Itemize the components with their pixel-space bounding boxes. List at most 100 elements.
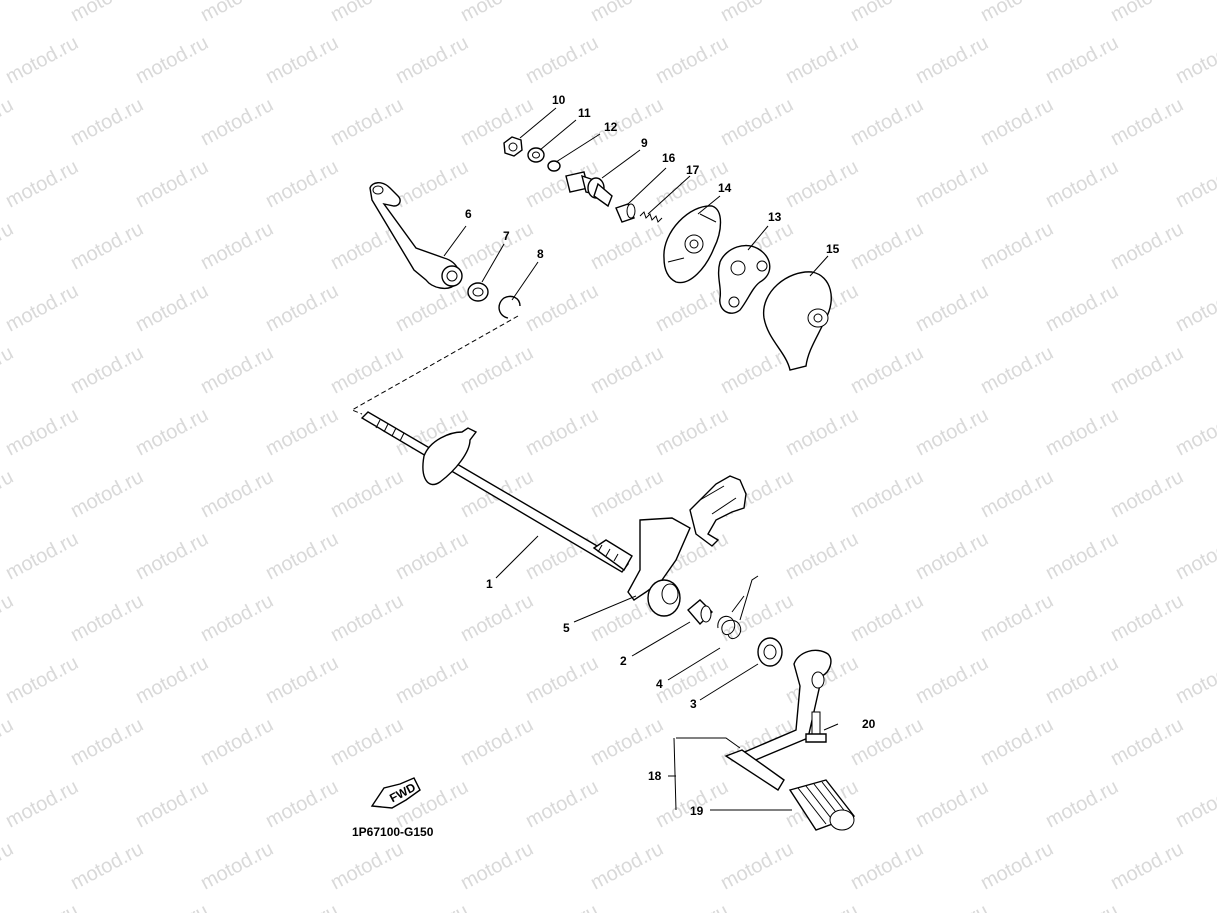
watermark-text: motod.ru [197, 466, 277, 522]
callout-4: 4 [656, 677, 663, 691]
watermark-text: motod.ru [1042, 900, 1122, 913]
watermark-text: motod.ru [782, 404, 862, 460]
watermark-text: motod.ru [522, 32, 602, 88]
callout-18: 18 [648, 769, 662, 783]
watermark-text: motod.ru [782, 528, 862, 584]
callout-20: 20 [862, 717, 876, 731]
watermark-text: motod.ru [782, 32, 862, 88]
watermark-text: motod.ru [392, 900, 472, 913]
watermark-text: motod.ru [0, 218, 17, 274]
watermark-text: motod.ru [847, 218, 927, 274]
watermark-text: motod.ru [327, 590, 407, 646]
watermark-text: motod.ru [0, 466, 17, 522]
part-11-washer [527, 147, 545, 163]
part-13-plate [717, 244, 771, 314]
watermark-text: motod.ru [457, 0, 537, 26]
watermark-text: motod.ru [847, 94, 927, 150]
watermark-text: motod.ru [587, 218, 667, 274]
watermark-text: motod.ru [847, 838, 927, 894]
watermark-text: motod.ru [2, 404, 82, 460]
watermark-text: motod.ru [1107, 0, 1187, 26]
watermark-text: motod.ru [912, 776, 992, 832]
part-16-collar [615, 203, 636, 223]
callout-15: 15 [826, 242, 840, 256]
watermark-text: motod.ru [67, 94, 147, 150]
watermark-text: motod.ru [457, 590, 537, 646]
watermark-text: motod.ru [1042, 652, 1122, 708]
watermark-text: motod.ru [1107, 838, 1187, 894]
part-1-shift-shaft [360, 411, 633, 573]
watermark-text: motod.ru [132, 32, 212, 88]
watermark-text: motod.ru [522, 776, 602, 832]
part-3-oil-seal [757, 637, 783, 667]
watermark-text: motod.ru [197, 714, 277, 770]
callout-5: 5 [563, 621, 570, 635]
part-19-pedal-rubber [788, 779, 856, 831]
watermark-text: motod.ru [717, 0, 797, 26]
watermark-text: motod.ru [262, 280, 342, 336]
watermark-text: motod.ru [457, 94, 537, 150]
watermark-text: motod.ru [2, 156, 82, 212]
watermark-text: motod.ru [327, 838, 407, 894]
watermark-text: motod.ru [2, 652, 82, 708]
watermark-text: motod.ru [522, 280, 602, 336]
watermark-text: motod.ru [327, 94, 407, 150]
watermark-text: motod.ru [1107, 714, 1187, 770]
watermark-text: motod.ru [132, 528, 212, 584]
watermark-text: motod.ru [912, 280, 992, 336]
watermark-text: motod.ru [1172, 652, 1217, 708]
watermark-text: motod.ru [197, 218, 277, 274]
watermark-text: motod.ru [0, 342, 17, 398]
part-4-spring [717, 575, 759, 639]
part-20-bolt [805, 711, 827, 743]
callout-12: 12 [604, 120, 618, 134]
watermark-text: motod.ru [457, 342, 537, 398]
watermark-text: motod.ru [197, 342, 277, 398]
watermark-text: motod.ru [392, 32, 472, 88]
callout-6: 6 [465, 207, 472, 221]
watermark-text: motod.ru [847, 466, 927, 522]
watermark-text: motod.ru [912, 404, 992, 460]
watermark-text: motod.ru [0, 590, 17, 646]
watermark-text: motod.ru [717, 590, 797, 646]
watermark-text: motod.ru [0, 714, 17, 770]
watermark-text: motod.ru [977, 0, 1057, 26]
watermark-text: motod.ru [0, 838, 17, 894]
watermark-text: motod.ru [977, 218, 1057, 274]
watermark-text: motod.ru [327, 342, 407, 398]
watermark-text: motod.ru [912, 32, 992, 88]
callout-16: 16 [662, 151, 676, 165]
watermark-text: motod.ru [132, 900, 212, 913]
watermark-text: motod.ru [847, 714, 927, 770]
watermark-text: motod.ru [132, 404, 212, 460]
part-2-bearing [687, 599, 713, 626]
watermark-text: motod.ru [587, 342, 667, 398]
watermark-text: motod.ru [1042, 776, 1122, 832]
watermark-text: motod.ru [977, 342, 1057, 398]
watermark-text: motod.ru [457, 218, 537, 274]
watermark-text: motod.ru [587, 466, 667, 522]
watermark-text: motod.ru [587, 0, 667, 26]
watermark-text: motod.ru [912, 652, 992, 708]
callout-9: 9 [641, 136, 648, 150]
watermark-text: motod.ru [262, 404, 342, 460]
diagram-code: 1P67100-G150 [352, 825, 434, 839]
watermark-text: motod.ru [262, 776, 342, 832]
watermark-text: motod.ru [67, 342, 147, 398]
watermark-text: motod.ru [977, 590, 1057, 646]
watermark-text: motod.ru [327, 466, 407, 522]
watermark-text: motod.ru [782, 900, 862, 913]
watermark-text: motod.ru [327, 714, 407, 770]
watermark-text: motod.ru [2, 776, 82, 832]
callout-17: 17 [686, 163, 700, 177]
watermark-text: motod.ru [197, 838, 277, 894]
watermark-text: motod.ru [912, 900, 992, 913]
watermark-text: motod.ru [912, 156, 992, 212]
watermark-text: motod.ru [1172, 528, 1217, 584]
watermark-text: motod.ru [1042, 404, 1122, 460]
part-12-o-ring [547, 160, 561, 172]
watermark-text: motod.ru [197, 94, 277, 150]
part-6-shift-arm [369, 182, 463, 290]
callout-7: 7 [503, 229, 510, 243]
watermark-text: motod.ru [587, 714, 667, 770]
